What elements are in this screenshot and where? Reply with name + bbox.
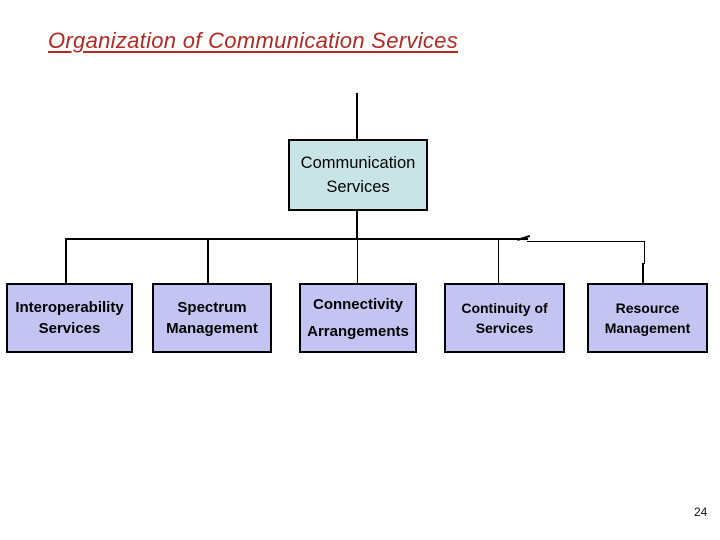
child-box-label-line1: Interoperability [15, 299, 124, 316]
connector-drop-interoperability [65, 239, 67, 283]
org-box-connectivity-arrangements: Connectivity Arrangements [299, 283, 417, 353]
connector-rail-left [65, 238, 528, 240]
child-box-label-line1: Continuity of [461, 300, 548, 316]
root-box-label-line2: Services [326, 178, 390, 196]
child-box-label-line2: Arrangements [307, 323, 409, 340]
child-box-label-line2: Management [604, 320, 691, 336]
child-box-label-line1: Resource [615, 300, 680, 316]
org-box-interoperability-services: Interoperability Services [6, 283, 133, 353]
org-box-spectrum-management: Spectrum Management [152, 283, 272, 353]
org-box-continuity-of-services: Continuity of Services [444, 283, 565, 353]
child-box-label-line1: Spectrum [177, 299, 247, 316]
connector-stub-above-root [356, 93, 358, 139]
child-box-label-line2: Services [475, 320, 534, 336]
connector-drop-resource-upper [643, 241, 645, 264]
org-box-resource-management: Resource Management [587, 283, 708, 353]
connector-root-drop [356, 211, 358, 239]
page-number: 24 [694, 505, 708, 519]
slide-title: Organization of Communication Services [48, 28, 459, 53]
org-box-communication-services: Communication Services [288, 139, 428, 211]
connector-drop-connectivity [356, 239, 358, 283]
child-box-label-line1: Connectivity [312, 296, 403, 313]
connector-rail-right [527, 240, 645, 242]
root-box-label-line1: Communication [300, 154, 416, 172]
connector-drop-spectrum [207, 239, 209, 283]
connector-drop-continuity [497, 239, 499, 283]
child-box-label-line2: Management [166, 320, 258, 337]
child-box-label-line2: Services [38, 320, 101, 337]
connector-drop-resource-lower [642, 263, 644, 283]
